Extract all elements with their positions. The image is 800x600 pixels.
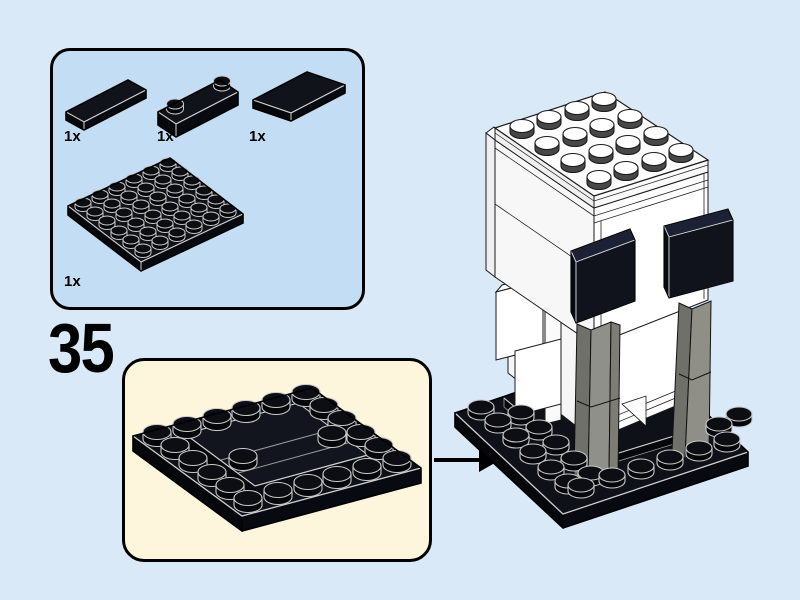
- step-number: 35: [48, 309, 115, 387]
- model-head: [485, 91, 710, 346]
- brickheadz-model: [454, 91, 753, 530]
- part-quantity-label: 1x: [64, 273, 81, 290]
- model-left-arm: [494, 272, 562, 425]
- part-quantity-label: 1x: [64, 128, 81, 145]
- subassembly-base-plate-icon: [131, 383, 423, 532]
- part-tile-1x4-icon: [64, 79, 148, 131]
- part-plate-1x4-2studs-icon: [156, 75, 240, 138]
- part-quantity-label: 1x: [157, 128, 174, 145]
- part-tile-2x4-icon: [251, 71, 347, 122]
- part-quantity-label: 1x: [249, 128, 266, 145]
- model-legs: [573, 300, 712, 483]
- part-plate-6x6-icon: [66, 157, 245, 273]
- model-base-studs: [467, 399, 753, 499]
- model-eye-tiles: [570, 208, 734, 324]
